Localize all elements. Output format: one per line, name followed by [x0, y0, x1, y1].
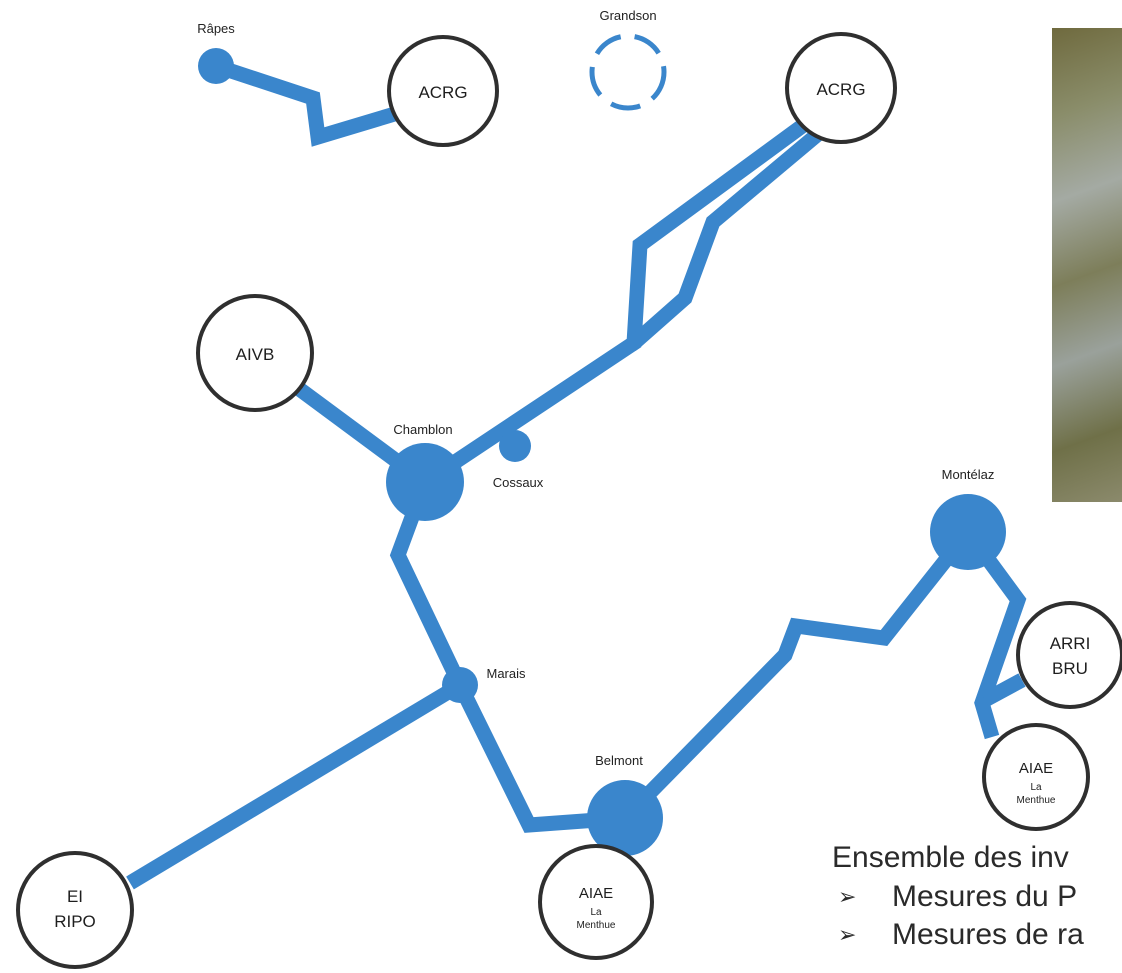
chamblon-junction: [386, 443, 464, 521]
pipe-arribru-branch: [981, 673, 1026, 707]
rapes-junction: [198, 48, 234, 84]
pipe-chamblon-acrg-a: [420, 117, 810, 489]
node-aiae-bottom-line3: Menthue: [577, 920, 616, 931]
node-aiae-right-line3: Menthue: [1017, 795, 1056, 806]
arrow-bullet-icon: ➢: [838, 922, 857, 947]
pipe-rapes-acrg: [213, 58, 401, 147]
cossaux-junction: [499, 430, 531, 462]
node-arribru: ARRI BRU: [1016, 601, 1122, 709]
caption-title: Ensemble des inv: [832, 841, 1069, 874]
pipe-marais-eiripo: [126, 678, 464, 890]
caption-item: ➢ Mesures de ra: [832, 916, 1122, 954]
node-aiae-right-line1: AIAE: [1019, 760, 1053, 777]
pipe-montelaz-aiae: [961, 527, 1027, 740]
node-arribru-line1: ARRI: [1050, 634, 1091, 653]
label-marais: Marais: [486, 666, 526, 681]
caption-block: Ensemble des inv ➢ Mesures du P ➢ Mesure…: [832, 838, 1122, 954]
node-aiae-bottom-line1: AIAE: [579, 885, 613, 902]
arrow-bullet-icon: ➢: [838, 884, 857, 909]
node-aiae-bottom-line2: La: [590, 907, 602, 918]
label-belmont: Belmont: [595, 753, 643, 768]
grandson-dashed-circle: [589, 33, 667, 111]
pipe-chamblon-acrg-b: [629, 128, 823, 349]
node-acrg-left: ACRG: [387, 35, 499, 147]
node-acrg-left-label: ACRG: [418, 83, 467, 102]
marais-junction: [442, 667, 478, 703]
node-eiripo-line1: EI: [67, 887, 83, 906]
label-chamblon: Chamblon: [393, 422, 452, 437]
node-eiripo: EI RIPO: [16, 851, 134, 969]
caption-item: ➢ Mesures du P: [832, 878, 1122, 916]
node-aiae-right-line2: La: [1030, 782, 1042, 793]
caption-item-text: Mesures de ra: [892, 918, 1084, 951]
pipe-belmont-montelaz: [619, 527, 974, 824]
node-arribru-line2: BRU: [1052, 659, 1088, 678]
belmont-junction: [587, 780, 663, 856]
label-grandson: Grandson: [599, 8, 656, 23]
node-aivb: AIVB: [196, 294, 314, 412]
montelaz-junction: [930, 494, 1006, 570]
node-eiripo-line2: RIPO: [54, 912, 96, 931]
label-rapes: Râpes: [197, 21, 235, 36]
caption-item-text: Mesures du P: [892, 880, 1078, 913]
label-cossaux: Cossaux: [493, 475, 544, 490]
landscape-photo: [1052, 28, 1122, 502]
pipes: [126, 58, 1027, 890]
node-aiae-right: AIAE La Menthue: [982, 723, 1090, 831]
label-montelaz: Montélaz: [942, 467, 995, 482]
node-acrg-right-label: ACRG: [816, 80, 865, 99]
node-acrg-right: ACRG: [785, 32, 897, 144]
junctions: [198, 48, 1006, 856]
node-aiae-bottom: AIAE La Menthue: [538, 844, 654, 960]
node-aivb-label: AIVB: [236, 345, 275, 364]
